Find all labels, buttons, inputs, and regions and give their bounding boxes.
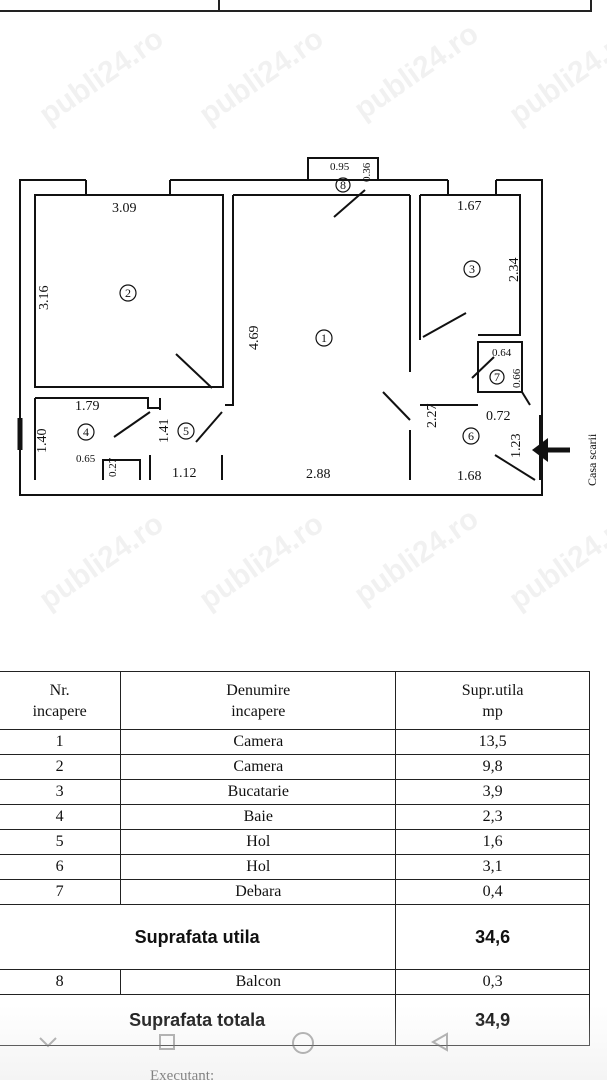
header-name: Denumire incapere	[120, 671, 397, 730]
chevron-down-icon[interactable]	[36, 1030, 60, 1054]
cell-name: Baie	[120, 804, 397, 830]
table-row: 7 Debara 0,4	[0, 879, 590, 905]
top-table-fragment	[0, 0, 607, 12]
cell-area: 0,3	[395, 969, 590, 995]
dim-room1-bottom: 2.88	[306, 467, 331, 482]
cell-nr: 1	[0, 729, 122, 755]
room-4-marker	[77, 423, 95, 441]
dim-room3-width: 1.67	[457, 199, 482, 214]
cell-area: 2,3	[395, 804, 590, 830]
cell-area: 3,1	[395, 854, 590, 880]
room-area-table: Nr. incapere Denumire incapere Supr.util…	[0, 671, 590, 1046]
stair-arrow-icon	[532, 438, 570, 462]
watermark: publi24.ro	[348, 16, 485, 127]
room-2-marker	[119, 284, 137, 302]
header-area: Supr.utila mp	[395, 671, 590, 730]
dim-room1-right: 2.27	[425, 404, 440, 429]
dim-room7-width: 0.64	[492, 347, 512, 359]
top-cell-right	[218, 0, 592, 12]
cell-name: Hol	[120, 854, 397, 880]
room-6-number: 6	[468, 429, 474, 443]
header-nr: Nr. incapere	[0, 671, 122, 730]
floor-plan: 2 1 3 4 5 6 7 8 3.09 3.16 4.69 2.88 2.27…	[0, 150, 607, 510]
table-row: 1 Camera 13,5	[0, 729, 590, 755]
cell-nr: 4	[0, 804, 122, 830]
watermark: publi24.ro	[503, 506, 607, 617]
table-row: 5 Hol 1,6	[0, 829, 590, 855]
dim-room7-height: 0.66	[511, 368, 523, 388]
dim-room4-width: 1.79	[75, 399, 100, 414]
cell-area: 13,5	[395, 729, 590, 755]
home-icon[interactable]	[290, 1030, 314, 1054]
watermark: publi24.ro	[193, 21, 330, 132]
room-3-number: 3	[469, 262, 475, 276]
dim-room2-width: 3.09	[112, 201, 137, 216]
cell-nr: 8	[0, 969, 122, 995]
stair-label: Casa scarii	[585, 433, 599, 486]
room-2-number: 2	[125, 286, 131, 300]
watermark: publi24.ro	[503, 21, 607, 132]
room-1-marker	[315, 329, 333, 347]
cell-name: Bucatarie	[120, 779, 397, 805]
cell-area: 0,4	[395, 879, 590, 905]
dim-room6-right: 1.23	[509, 434, 524, 459]
cell-name: Balcon	[120, 969, 397, 995]
table-row: 4 Baie 2,3	[0, 804, 590, 830]
room-7-number: 7	[494, 370, 500, 384]
table-row: 2 Camera 9,8	[0, 754, 590, 780]
dim-room4-height: 1.40	[35, 429, 50, 454]
room-3-marker	[463, 260, 481, 278]
recent-apps-icon[interactable]	[155, 1030, 179, 1054]
room-7-marker	[489, 369, 505, 385]
table-header-row: Nr. incapere Denumire incapere Supr.util…	[0, 671, 590, 730]
cell-name: Hol	[120, 829, 397, 855]
table-row: 3 Bucatarie 3,9	[0, 779, 590, 805]
room-5-marker	[177, 422, 195, 440]
cell-area: 3,9	[395, 779, 590, 805]
dim-room2-height: 3.16	[37, 286, 52, 311]
room-8-marker	[335, 177, 351, 193]
cell-area: 9,8	[395, 754, 590, 780]
dim-room6-bottom: 1.68	[457, 469, 482, 484]
room-1-number: 1	[321, 331, 327, 345]
dim-room3-height: 2.34	[507, 258, 522, 283]
subtotal-label: Suprafata utila	[0, 904, 397, 970]
dim-balcony-width: 0.95	[330, 161, 350, 173]
watermark: publi24.ro	[33, 506, 170, 617]
room-5-number: 5	[183, 424, 189, 438]
cell-nr: 3	[0, 779, 122, 805]
room-8-number: 8	[340, 178, 346, 192]
floor-plan-drawing: 2 1 3 4 5 6 7 8 3.09 3.16 4.69 2.88 2.27…	[17, 157, 599, 496]
room-6-marker	[462, 427, 480, 445]
cell-name: Debara	[120, 879, 397, 905]
dim-room5-bottom: 1.12	[172, 466, 197, 481]
table-row: 8 Balcon 0,3	[0, 969, 590, 995]
cell-name: Camera	[120, 754, 397, 780]
dim-room1-height: 4.69	[247, 326, 262, 351]
cell-area: 1,6	[395, 829, 590, 855]
cell-nr: 2	[0, 754, 122, 780]
dim-room6-top: 0.72	[486, 409, 511, 424]
cell-nr: 5	[0, 829, 122, 855]
subtotal-value: 34,6	[395, 904, 590, 970]
cell-nr: 7	[0, 879, 122, 905]
room-4-number: 4	[83, 425, 89, 439]
cell-nr: 6	[0, 854, 122, 880]
top-cell-left	[0, 0, 218, 12]
watermark: publi24.ro	[33, 21, 170, 132]
cell-name: Camera	[120, 729, 397, 755]
navigation-bar	[0, 1005, 607, 1080]
dim-room5-height: 1.41	[157, 419, 172, 444]
dim-balcony-depth: 0.36	[361, 162, 373, 182]
watermark: publi24.ro	[348, 501, 485, 612]
dim-room4-small: 0.65	[76, 453, 96, 465]
table-row: 6 Hol 3,1	[0, 854, 590, 880]
subtotal-row: Suprafata utila 34,6	[0, 904, 590, 970]
watermark: publi24.ro	[193, 506, 330, 617]
dim-room4-door: 0.27	[107, 457, 119, 477]
back-icon[interactable]	[428, 1030, 452, 1054]
